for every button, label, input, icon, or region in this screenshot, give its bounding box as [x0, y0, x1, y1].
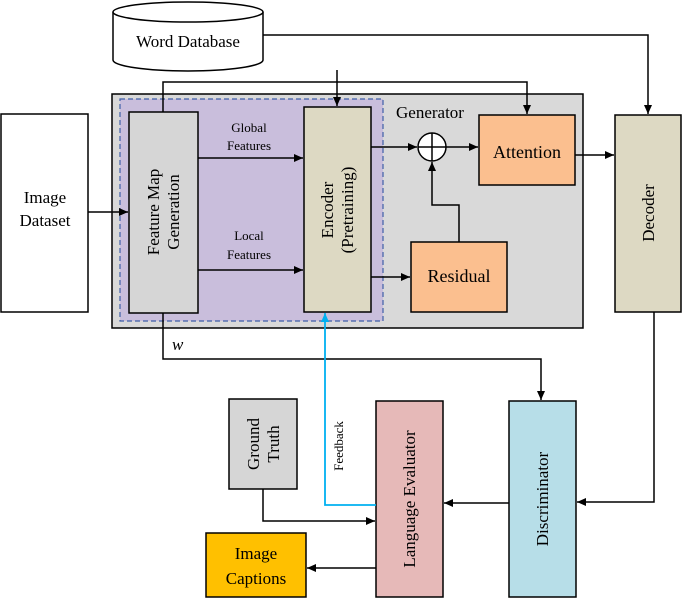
- feature-map-generation-label-line2: Generation: [164, 174, 183, 250]
- encoder-label-line2: (Pretraining): [338, 167, 357, 254]
- discriminator-box: [508, 400, 577, 598]
- local-features-label-line1: Local: [234, 228, 264, 243]
- encoder-box: [303, 106, 372, 313]
- image-dataset-label-line2: Dataset: [20, 211, 71, 230]
- attention-label: Attention: [493, 142, 561, 162]
- sum-node: [417, 132, 447, 162]
- arrow-feature-map-to-discriminator: [162, 313, 545, 400]
- generator-label: Generator: [396, 103, 464, 122]
- image-captions-box: [205, 532, 307, 598]
- arrow-decoder-to-discriminator: [577, 312, 655, 506]
- ground-truth-label-line1: Ground: [244, 418, 263, 470]
- feature-map-generation-box: [128, 111, 199, 314]
- word-database-label: Word Database: [136, 32, 240, 51]
- residual-label: Residual: [428, 266, 491, 286]
- image-dataset-label-line1: Image: [24, 188, 66, 207]
- feature-map-generation-label-line1: Feature Map: [144, 169, 163, 255]
- decoder-label: Decoder: [639, 184, 658, 242]
- image-captions-label-line2: Captions: [226, 569, 286, 588]
- language-evaluator-label: Language Evaluator: [400, 430, 419, 568]
- feedback-label: Feedback: [331, 421, 346, 471]
- attention-box: [478, 114, 576, 186]
- global-features-label-line2: Features: [227, 138, 271, 153]
- image-dataset-box: [0, 113, 89, 313]
- image-captions-label-line1: Image: [235, 544, 277, 563]
- language-evaluator-box: [375, 400, 444, 598]
- arrow-ground-truth-to-evaluator: [262, 489, 375, 525]
- arrow-worddb-to-decoder: [263, 34, 652, 114]
- local-features-label-line2: Features: [227, 247, 271, 262]
- arrow-residual-to-sum: [428, 162, 460, 242]
- ground-truth-box: [228, 398, 298, 490]
- w-label: w: [172, 335, 184, 354]
- discriminator-label: Discriminator: [533, 451, 552, 546]
- ground-truth-label-line2: Truth: [264, 425, 283, 463]
- residual-box: [410, 241, 508, 313]
- arrow-feature-map-to-attention: [162, 81, 531, 114]
- decoder-box: [614, 114, 682, 313]
- global-features-label-line1: Global: [231, 120, 267, 135]
- word-database-cylinder: Word Database: [112, 1, 264, 72]
- arrow-feedback: [321, 313, 376, 506]
- encoder-label-line1: Encoder: [318, 181, 337, 238]
